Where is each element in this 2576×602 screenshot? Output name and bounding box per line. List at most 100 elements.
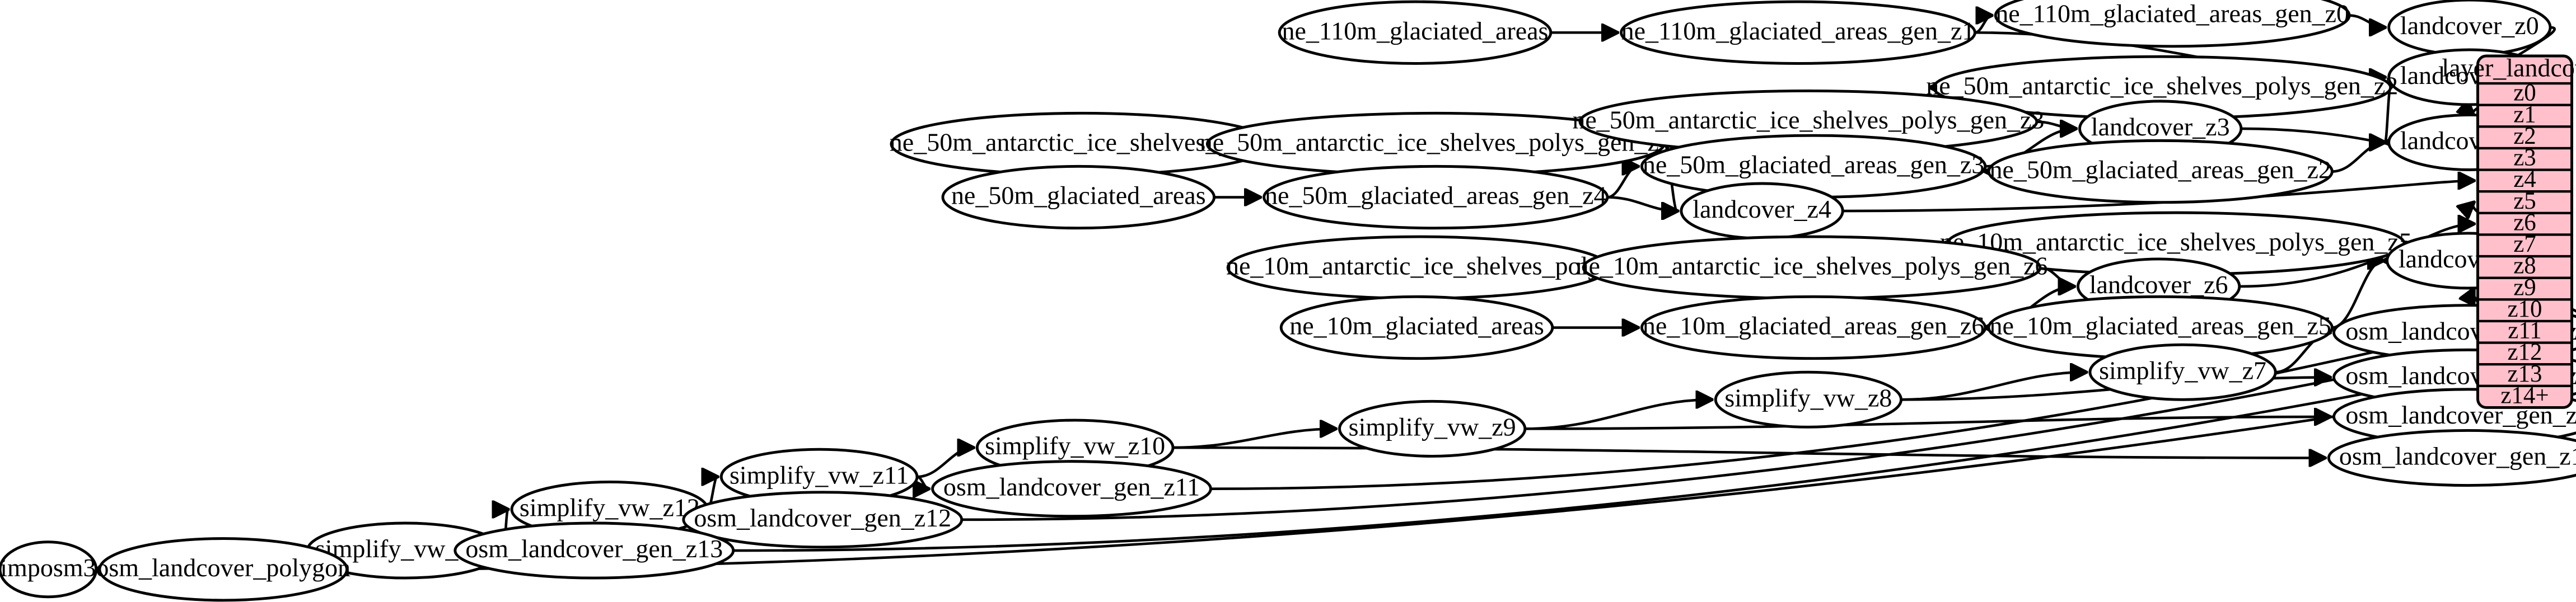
record-cell-z13[interactable]: z13: [2507, 361, 2542, 387]
record-cell-z1[interactable]: z1: [2513, 101, 2536, 128]
node-label: ne_10m_antarctic_ice_shelves_polys: [1226, 251, 1611, 280]
graph-node-ne_10m_glaciated_areas_gen_z5[interactable]: ne_10m_glaciated_areas_gen_z5: [1987, 295, 2334, 360]
node-shape: [1620, 0, 1976, 65]
graph-node-osm_landcover_gen_z12[interactable]: osm_landcover_gen_z12: [682, 491, 964, 549]
node-shape: [98, 537, 349, 602]
graph-node-ne_10m_antarctic_ice_shelves_polys[interactable]: ne_10m_antarctic_ice_shelves_polys: [1226, 235, 1611, 300]
node-label: landcover_z4: [1693, 195, 1831, 223]
graph-node-landcover_z4[interactable]: landcover_z4: [1680, 182, 1844, 240]
graph-node-simplify_vw_z8[interactable]: simplify_vw_z8: [1714, 370, 1902, 429]
graph-node-ne_50m_glaciated_areas_gen_z2[interactable]: ne_50m_glaciated_areas_gen_z2: [1987, 139, 2334, 204]
record-cell-z11[interactable]: z11: [2508, 318, 2541, 344]
edge-simplify_vw_z9-to-osm_landcover_gen_z9: [1525, 417, 2330, 430]
node-label: imposm3: [0, 553, 96, 582]
graph-node-ne_10m_antarctic_ice_shelves_polys_gen_z6[interactable]: ne_10m_antarctic_ice_shelves_polys_gen_z…: [1576, 235, 2048, 300]
node-shape: [931, 460, 1212, 518]
graph-node-ne_50m_antarctic_ice_shelves_polys_gen_z3[interactable]: ne_50m_antarctic_ice_shelves_polys_gen_z…: [1572, 90, 2044, 154]
graph-node-ne_50m_glaciated_areas_gen_z3[interactable]: ne_50m_glaciated_areas_gen_z3: [1640, 134, 1987, 199]
node-label: landcover_z0: [2400, 11, 2539, 40]
graph-node-simplify_vw_z11[interactable]: simplify_vw_z11: [719, 448, 919, 506]
node-label: simplify_vw_z8: [1724, 383, 1892, 412]
node-shape: [1338, 399, 1527, 458]
graph-node-simplify_vw_z9[interactable]: simplify_vw_z9: [1338, 399, 1527, 458]
node-label: ne_50m_antarctic_ice_shelves_polys_gen_z…: [1926, 71, 2398, 100]
node-shape: [1278, 0, 1553, 65]
node-label: simplify_vw_z10: [985, 431, 1165, 460]
node-shape: [941, 164, 1216, 230]
node-label: ne_10m_glaciated_areas: [1289, 312, 1544, 340]
layer-landcover-record[interactable]: layer_landcoverz0z1z2z3z4z5z6z7z8z9z10z1…: [2442, 54, 2576, 409]
node-label: osm_landcover_gen_z12: [694, 504, 951, 532]
graph-node-ne_10m_glaciated_areas_gen_z6[interactable]: ne_10m_glaciated_areas_gen_z6: [1640, 295, 1987, 360]
graph-node-ne_50m_glaciated_areas[interactable]: ne_50m_glaciated_areas: [941, 164, 1216, 230]
node-label: osm_landcover_polygon: [96, 553, 350, 582]
record-cell-z14plus[interactable]: z14+: [2500, 383, 2549, 409]
node-label: landcover_z6: [2089, 270, 2228, 299]
graph-node-ne_10m_antarctic_ice_shelves_polys_gen_z5[interactable]: ne_10m_antarctic_ice_shelves_polys_gen_z…: [1940, 211, 2412, 276]
node-label: simplify_vw_z9: [1349, 412, 1516, 441]
node-shape: [1994, 0, 2351, 48]
graph-node-simplify_vw_z10[interactable]: simplify_vw_z10: [975, 418, 1175, 477]
graph-node-osm_landcover_gen_z13[interactable]: osm_landcover_gen_z13: [454, 521, 735, 580]
node-label: ne_50m_antarctic_ice_shelves_polys_gen_z…: [1572, 106, 2044, 134]
node-label: ne_50m_glaciated_areas_gen_z4: [1265, 181, 1606, 210]
graph-node-simplify_vw_z7[interactable]: simplify_vw_z7: [2088, 343, 2277, 401]
edge-simplify_vw_z9-to-simplify_vw_z8: [1525, 399, 1712, 430]
edge-ne_50m_glaciated_areas_gen_z4-to-landcover_z4: [1607, 196, 1677, 211]
record-cell-z12[interactable]: z12: [2507, 339, 2542, 365]
record-outline: [2476, 54, 2573, 409]
record-cell-z3[interactable]: z3: [2513, 145, 2536, 171]
graph-node-osm_landcover_gen_z11[interactable]: osm_landcover_gen_z11: [931, 460, 1212, 518]
record-cell-z6[interactable]: z6: [2513, 210, 2536, 236]
node-shape: [2088, 343, 2277, 401]
record-cell-z10[interactable]: z10: [2507, 296, 2542, 322]
node-shape: [1640, 295, 1987, 360]
graph-node-ne_110m_glaciated_areas_gen_z1[interactable]: ne_110m_glaciated_areas_gen_z1: [1620, 0, 1976, 65]
record-layer: layer_landcoverz0z1z2z3z4z5z6z7z8z9z10z1…: [2442, 54, 2576, 409]
graph-node-osm_landcover_polygon[interactable]: osm_landcover_polygon: [96, 537, 350, 602]
node-shape: [1263, 164, 1609, 230]
record-cell-z4[interactable]: z4: [2513, 166, 2536, 192]
graph-node-landcover_z0[interactable]: landcover_z0: [2387, 0, 2552, 57]
edge-ne_110m_glaciated_areas_gen_z1-to-ne_110m_glaciated_areas_gen_z0: [1974, 16, 1991, 34]
graph-node-ne_50m_glaciated_areas_gen_z4[interactable]: ne_50m_glaciated_areas_gen_z4: [1263, 164, 1609, 230]
node-label: simplify_vw_z12: [520, 493, 700, 522]
graph-node-ne_50m_antarctic_ice_shelves_polys_gen_z2[interactable]: ne_50m_antarctic_ice_shelves_polys_gen_z…: [1926, 55, 2398, 120]
node-label: ne_50m_glaciated_areas_gen_z3: [1643, 150, 1984, 178]
graph-node-ne_110m_glaciated_areas_gen_z0[interactable]: ne_110m_glaciated_areas_gen_z0: [1994, 0, 2351, 48]
node-label: osm_landcover_gen_z10: [2339, 442, 2576, 471]
record-cell-z8[interactable]: z8: [2513, 253, 2536, 279]
graph-node-imposm3[interactable]: imposm3: [0, 540, 98, 599]
node-label: ne_110m_glaciated_areas_gen_z0: [1995, 0, 2349, 28]
node-shape: [682, 491, 964, 549]
graph-node-ne_10m_glaciated_areas[interactable]: ne_10m_glaciated_areas: [1279, 295, 1554, 360]
node-label: landcover_z3: [2091, 112, 2230, 141]
node-shape: [1987, 139, 2334, 204]
record-cell-z7[interactable]: z7: [2513, 231, 2536, 257]
node-label: ne_50m_glaciated_areas_gen_z2: [1989, 156, 2331, 184]
node-label: osm_landcover_gen_z11: [943, 473, 1200, 501]
graph-node-ne_110m_glaciated_areas[interactable]: ne_110m_glaciated_areas: [1278, 0, 1553, 65]
node-label: ne_10m_glaciated_areas_gen_z5: [1989, 312, 2331, 340]
node-shape: [0, 540, 98, 599]
node-shape: [1279, 295, 1554, 360]
node-label: ne_50m_glaciated_areas: [951, 181, 1206, 210]
graph-node-osm_landcover_gen_z10[interactable]: osm_landcover_gen_z10: [2327, 429, 2576, 487]
node-label: simplify_vw_z7: [2099, 356, 2266, 384]
record-cell-z5[interactable]: z5: [2513, 188, 2536, 214]
edge-simplify_vw_z10-to-osm_landcover_gen_z10: [1172, 446, 2325, 458]
edge-ne_110m_glaciated_areas_gen_z0-to-landcover_z0: [2349, 14, 2385, 27]
node-label: ne_110m_glaciated_areas: [1282, 16, 1549, 45]
node-label: ne_10m_antarctic_ice_shelves_polys_gen_z…: [1940, 227, 2412, 256]
record-cell-z9[interactable]: z9: [2513, 274, 2536, 300]
record-cell-z0[interactable]: z0: [2513, 80, 2536, 106]
node-shape: [2327, 429, 2576, 487]
edge-ne_50m_glaciated_areas_gen_z4-to-ne_50m_glaciated_areas_gen_z3: [1607, 166, 1638, 199]
edge-ne_50m_glaciated_areas_gen_z2-to-landcover_z2: [2332, 142, 2385, 173]
record-cell-z2[interactable]: z2: [2513, 123, 2536, 149]
edge-simplify_vw_z10-to-simplify_vw_z9: [1172, 429, 1336, 449]
record-title: layer_landcover: [2442, 54, 2576, 82]
edge-simplify_vw_z11-to-osm_landcover_gen_z11: [917, 475, 929, 488]
